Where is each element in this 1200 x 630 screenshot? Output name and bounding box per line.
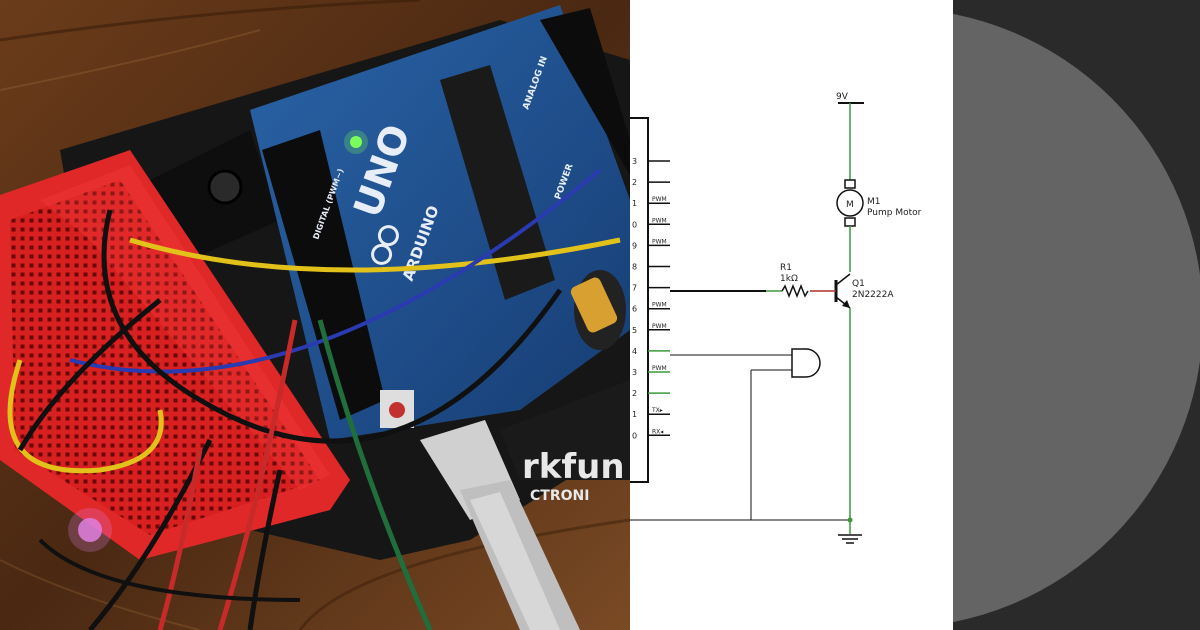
green-wire	[317, 319, 433, 630]
pin-tag: PWM	[652, 302, 667, 309]
pin-number: 6	[632, 305, 637, 314]
pin-tag: RX◂	[652, 428, 663, 435]
status-led	[350, 136, 362, 148]
arduino-breadboard-photo: UNO ARDUINO ANALOG IN POWER DIGITAL (PWM…	[0, 0, 630, 630]
pin-tag: PWM	[652, 217, 667, 224]
photo-illustration: UNO ARDUINO ANALOG IN POWER DIGITAL (PWM…	[0, 0, 630, 630]
transistor-part: 2N2222A	[852, 290, 894, 300]
pin-tag: PWM	[652, 365, 667, 372]
arduino-symbol-outline	[630, 117, 649, 483]
pin-number: 9	[632, 241, 637, 250]
pin-tag: PWM	[652, 323, 667, 330]
pin-number: 7	[632, 284, 637, 293]
pin-number: 3	[632, 157, 637, 166]
blue-wire	[69, 168, 602, 374]
motor-ref: M1	[867, 197, 881, 207]
microcontroller-chip	[440, 65, 555, 300]
motor-symbol-letter: M	[846, 200, 854, 210]
sensor-symbol	[791, 348, 821, 378]
decorative-circle	[953, 13, 1200, 623]
transistor-ref: Q1	[852, 279, 865, 289]
pin-number: 3	[632, 368, 637, 377]
resistor-symbol	[781, 283, 809, 299]
sparkfun-logo-subtext: CTRONI	[530, 488, 589, 504]
pin-number: 5	[632, 326, 637, 335]
pin-number: 2	[632, 389, 637, 398]
resistor-ref: R1	[780, 263, 792, 273]
pink-led	[78, 518, 102, 542]
pin-number: 8	[632, 263, 637, 272]
pin-tag: PWM	[652, 196, 667, 203]
resistor-value: 1kΩ	[780, 274, 798, 284]
npn-transistor-symbol	[810, 273, 851, 309]
arduino-logo-icon	[371, 225, 399, 265]
decorative-panel	[953, 0, 1200, 630]
ground-icon	[838, 534, 862, 544]
black-wire-1	[101, 209, 563, 444]
supply-label: 9V	[836, 92, 849, 102]
pin-number: 0	[632, 431, 637, 440]
sparkfun-logo-text: rkfun	[522, 447, 625, 487]
pin-number: 1	[632, 199, 637, 208]
pin-number: 4	[632, 347, 637, 356]
yellow-wire	[129, 237, 621, 273]
red-wire	[217, 319, 298, 630]
pin-number: 0	[632, 220, 637, 229]
black-wire-2	[17, 298, 162, 452]
pin-tag: TX▸	[651, 407, 663, 414]
pin-number: 2	[632, 178, 637, 187]
pin-number: 1	[632, 410, 637, 419]
pump-motor-symbol: M	[836, 179, 864, 227]
pin-tag: PWM	[652, 238, 667, 245]
motor-name: Pump Motor	[867, 208, 922, 218]
